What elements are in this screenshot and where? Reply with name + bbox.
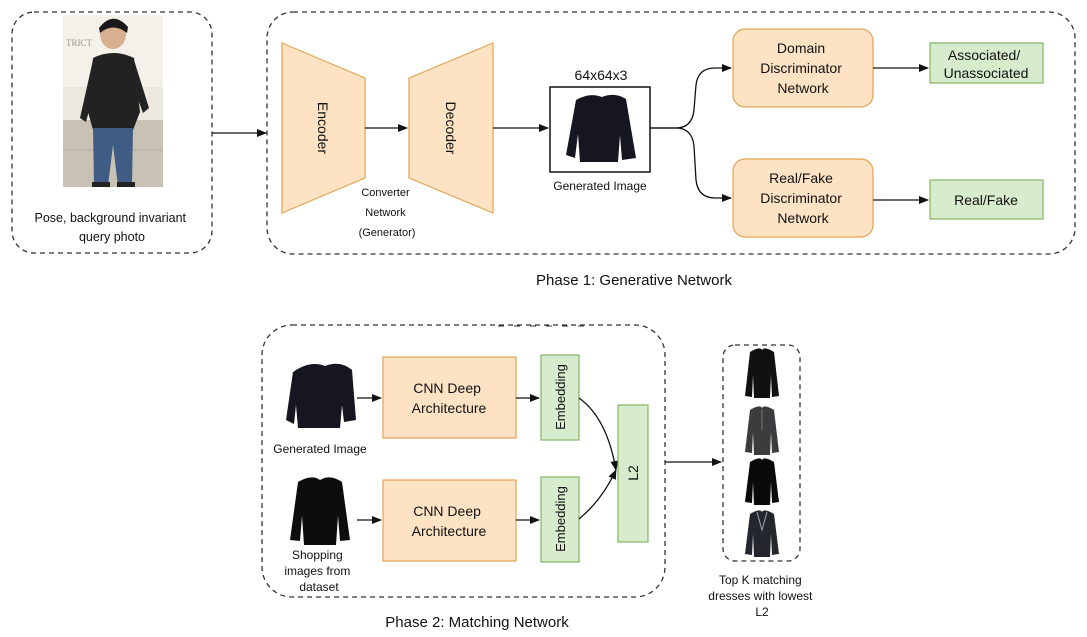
shopping-caption-line3: dataset <box>299 580 339 594</box>
result-item-3 <box>745 458 779 505</box>
shopping-image <box>290 477 350 545</box>
results-caption-line1: Top K matching <box>719 573 802 587</box>
svg-text:CNN Deep Architecture: CNN Deep Architecture <box>412 503 487 539</box>
domain-output-box <box>929 42 1044 84</box>
phase2-generated-image <box>286 363 356 428</box>
embedding-top-label: Embedding <box>553 364 568 430</box>
generated-size-label: 64x64x3 <box>575 67 628 83</box>
result-item-2 <box>745 406 779 455</box>
domain-discriminator-line2: Discriminator <box>760 60 842 76</box>
encoder-block <box>281 42 366 214</box>
realfake-discriminator-box <box>732 158 874 238</box>
arrow-embedding-top-to-l2 <box>578 397 619 471</box>
phase2-generated-caption: Generated Image <box>273 442 367 456</box>
arrow-embedding-bottom-to-l2 <box>578 469 617 520</box>
converter-caption-line1: Converter <box>361 187 410 199</box>
cnn-bottom-line1: CNN Deep <box>413 503 481 519</box>
shopping-caption-line1: Shopping <box>292 548 343 562</box>
decoder-block <box>408 42 494 214</box>
encoder-label: Encoder <box>315 102 331 154</box>
results-container <box>722 344 801 562</box>
svg-text:Shopping images from d: Shopping images from dataset <box>284 548 353 594</box>
result-item-1 <box>745 348 779 398</box>
cnn-top-box <box>382 356 517 439</box>
arrow-image-to-domain <box>650 64 732 129</box>
svg-text:Top K matching dresses wit: Top K matching dresses with lowest L2 <box>708 573 815 619</box>
decoder-label: Decoder <box>443 102 459 155</box>
generated-image-caption: Generated Image <box>553 179 647 193</box>
generative-network-container <box>266 11 1076 255</box>
domain-discriminator-line3: Network <box>777 80 829 96</box>
embedding-bottom-box <box>540 476 580 563</box>
cnn-bottom-line2: Architecture <box>412 523 487 539</box>
svg-text:Real/Fake Discriminator: Real/Fake Discriminator Network <box>760 170 846 226</box>
cnn-top-line1: CNN Deep <box>413 380 481 396</box>
realfake-discriminator-line2: Discriminator <box>760 190 842 206</box>
svg-text:Associated/ Unassociated: Associated/ Unassociated <box>944 47 1029 81</box>
svg-text:Converter Network (Gen: Converter Network (Generator) <box>359 187 416 239</box>
domain-output-line2: Unassociated <box>944 65 1029 81</box>
generated-image-jacket <box>566 94 636 162</box>
query-photo-caption-line1: Pose, background invariant <box>35 211 187 225</box>
realfake-output-label: Real/Fake <box>954 192 1018 208</box>
converter-caption-line3: (Generator) <box>359 227 416 239</box>
l2-box <box>617 404 649 543</box>
embedding-bottom-label: Embedding <box>553 486 568 552</box>
phase1-caption: Phase 1: Generative Network <box>536 272 732 289</box>
query-photo-caption-line2: query photo <box>79 230 145 244</box>
svg-text:CNN Deep Architecture: CNN Deep Architecture <box>412 380 487 416</box>
domain-discriminator-line1: Domain <box>777 40 825 56</box>
converter-caption-line2: Network <box>365 207 406 219</box>
domain-output-line1: Associated/ <box>948 47 1020 63</box>
results-caption-line2: dresses with lowest <box>708 589 813 603</box>
cnn-top-line2: Architecture <box>412 400 487 416</box>
l2-label: L2 <box>625 465 641 481</box>
arrow-image-to-realfake <box>650 127 732 202</box>
query-photo: TRICT <box>63 15 163 187</box>
realfake-discriminator-line1: Real/Fake <box>769 170 833 186</box>
shopping-caption-line2: images from <box>284 564 350 578</box>
results-caption-line3: L2 <box>755 605 769 619</box>
cnn-bottom-box <box>382 479 517 562</box>
matching-network-container <box>261 324 666 598</box>
phase2-caption: Phase 2: Matching Network <box>385 614 569 631</box>
svg-text:Pose, background invariant: Pose, background invariant query photo <box>35 211 190 244</box>
realfake-output-box <box>929 179 1044 220</box>
realfake-discriminator-line3: Network <box>777 210 829 226</box>
background-sign-text: TRICT <box>66 38 93 48</box>
result-item-4 <box>745 510 779 557</box>
svg-text:Domain Discriminator N: Domain Discriminator Network <box>760 40 846 96</box>
embedding-top-box <box>540 354 580 441</box>
